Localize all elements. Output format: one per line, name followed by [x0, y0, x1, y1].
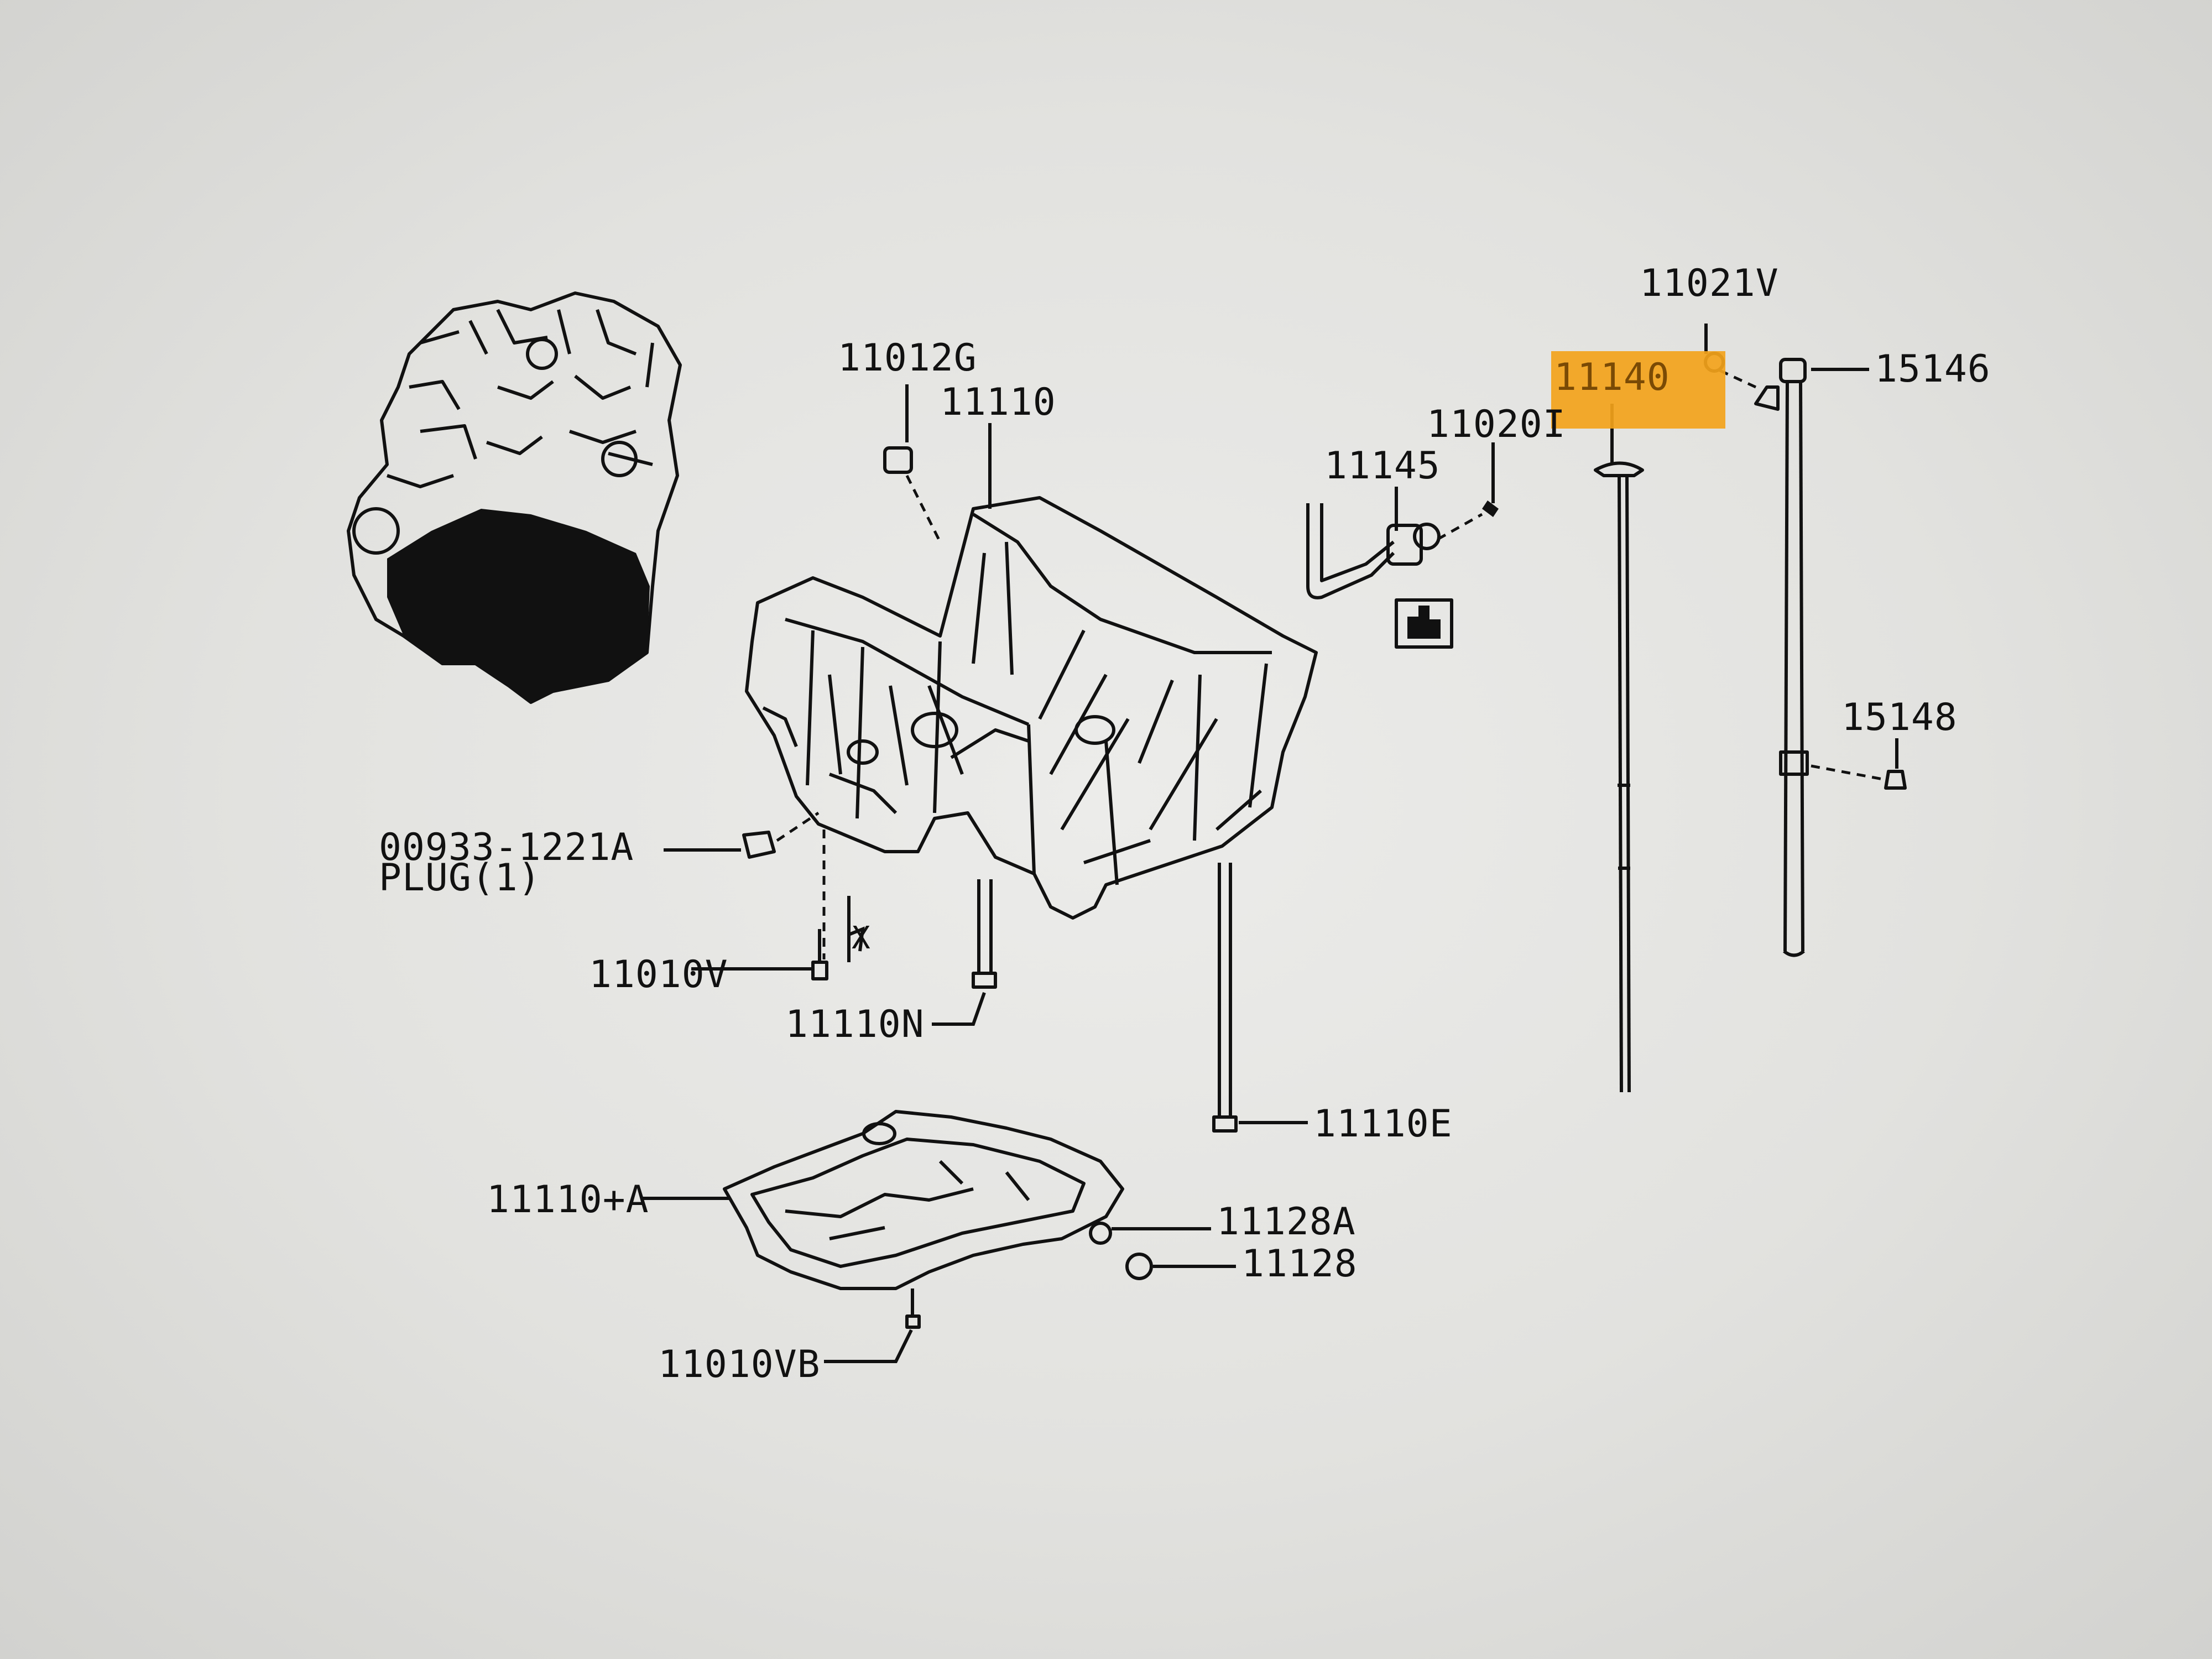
- part-11110E-drawing: [1212, 863, 1238, 1133]
- highlighted-part-box[interactable]: [1551, 351, 1725, 429]
- oil-pipe-11145-illustration: [1306, 500, 1499, 649]
- label-x-marker: X: [852, 920, 871, 956]
- label-15148[interactable]: 15148: [1841, 696, 1958, 739]
- leader-lines: [641, 324, 1898, 1363]
- label-11010V[interactable]: 11010V: [589, 953, 728, 997]
- label-00933-1221A[interactable]: 00933-1221A: [379, 826, 634, 869]
- part-11012G-drawing: [883, 446, 913, 474]
- upper-oil-pan-11110-illustration: [745, 496, 1318, 920]
- label-plug: PLUG(1): [379, 856, 541, 900]
- label-11010VB[interactable]: 11010VB: [658, 1343, 821, 1386]
- label-11012G[interactable]: 11012G: [838, 336, 977, 380]
- label-11020I[interactable]: 11020I: [1427, 403, 1566, 446]
- part-number-labels: 11021V 15146 11140 11020I 11145 11012G 1…: [379, 262, 1991, 1386]
- part-11110N-drawing: [972, 879, 997, 989]
- part-00933-plug-drawing: [742, 831, 776, 859]
- label-11145[interactable]: 11145: [1324, 444, 1441, 488]
- lower-oil-pan-illustration: [723, 1110, 1153, 1290]
- label-11110N[interactable]: 11110N: [785, 1003, 925, 1046]
- label-11128A[interactable]: 11128A: [1217, 1200, 1356, 1244]
- engine-assembly-illustration: [347, 291, 682, 704]
- label-11128[interactable]: 11128: [1241, 1242, 1358, 1286]
- part-15148-drawing: [1884, 770, 1907, 790]
- label-15146[interactable]: 15146: [1875, 347, 1991, 391]
- guide-tube-15146-illustration: [1704, 352, 1809, 957]
- label-11110+A[interactable]: 11110+A: [487, 1178, 649, 1222]
- dashed-reference-lines: [776, 369, 1886, 959]
- label-11140[interactable]: 11140: [1554, 356, 1670, 399]
- label-11110[interactable]: 11110: [940, 380, 1056, 424]
- dipstick-11140-illustration: [1594, 461, 1644, 1093]
- label-11110E[interactable]: 11110E: [1313, 1102, 1453, 1146]
- part-11010V-drawing: [811, 929, 828, 980]
- label-11021V[interactable]: 11021V: [1640, 262, 1779, 305]
- part-11010VB-drawing: [905, 1288, 921, 1329]
